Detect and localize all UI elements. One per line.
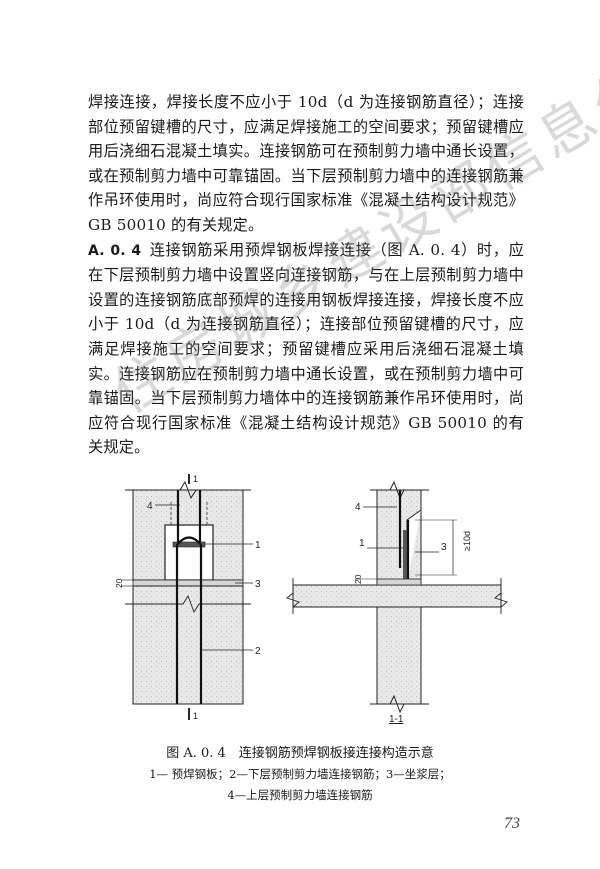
label-3-left: 3 [255,579,261,590]
dim-20-left: 20 [114,578,124,588]
break-line-top-right [370,480,429,500]
figure-legend-line-1: 1— 预焊钢板；2—下层预制剪力墙连接钢筋；3—坐浆层； [149,767,451,781]
bedding-layer-left [132,579,244,587]
bedding-layer-right [376,578,422,586]
break-line-top-left [125,480,251,500]
lower-bar-left [175,536,203,704]
label-3-right: 3 [441,542,447,553]
right-section-view: 4 1 3 ≥10d 20 1-1 [286,480,508,725]
break-line-left-slab [286,578,300,614]
pocket-left [164,524,214,581]
steel-plate-right [403,530,407,580]
break-line-right-slab [494,578,508,614]
connection-detail-figure: 4 1 20 3 2 1 1 [114,474,508,725]
break-line-mid-left [125,594,251,614]
section-mark-bottom: 1 [193,711,198,721]
label-4-right: 4 [355,502,361,513]
steel-plate-left [172,541,206,548]
label-2-left: 2 [255,646,261,657]
page-number: 73 [504,815,520,832]
lower-wall-right [376,606,422,705]
label-4-left: 4 [147,501,153,512]
label-1-right: 1 [359,538,365,549]
break-line-bottom-right [370,694,429,714]
label-1-left: 1 [255,540,261,551]
left-elevation-view: 4 1 20 3 2 1 1 [114,474,261,721]
upper-bar-left [176,490,202,542]
lower-wall-left [132,585,244,705]
clause-text: 连接钢筋采用预焊钢板焊接连接（图 A. 0. 4）时，应在下层预制剪力墙中设置竖… [88,240,524,457]
section-title: 1-1 [389,714,404,725]
figure-caption: 图 A. 0. 4 连接钢筋预焊钢板接连接构造示意 [166,746,434,761]
section-mark-top: 1 [193,474,198,484]
slab-right [292,584,502,608]
figure-legend-line-2: 4—上层预制剪力墙连接钢筋 [227,788,373,802]
clause-number: A. 0. 4 [88,242,142,259]
dim-10d: ≥10d [462,531,472,551]
body-text: 焊接连接，焊接长度不应小于 10d（d 为连接钢筋直径）；连接部位预留键槽的尺寸… [88,90,524,460]
paragraph-1: 焊接连接，焊接长度不应小于 10d（d 为连接钢筋直径）；连接部位预留键槽的尺寸… [88,93,524,234]
hidden-line-left [170,500,208,525]
